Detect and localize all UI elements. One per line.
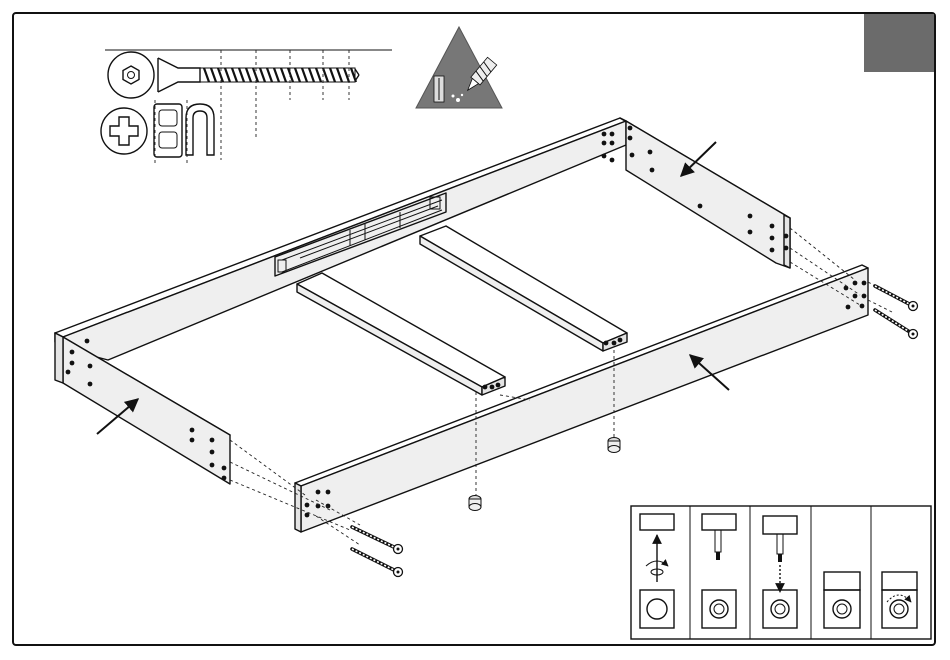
dowel-hole: [70, 361, 75, 366]
dowel-hole: [316, 490, 321, 495]
dowel-hole: [70, 350, 75, 355]
dowel-hole: [628, 136, 633, 141]
dowel-hole: [190, 428, 195, 433]
dowel-hole: [305, 503, 310, 508]
dowel-hole: [770, 248, 775, 253]
dowel-hole: [844, 286, 849, 291]
dowel-hole: [483, 385, 488, 390]
dowel-hole: [490, 385, 495, 390]
confirmat-screw: [352, 527, 403, 554]
dowel-hole: [650, 168, 655, 173]
confirmat-screw-icon: [158, 58, 359, 92]
dowel-hole: [628, 126, 633, 131]
dowel-hole: [630, 153, 635, 158]
phillips-drive-icon: [101, 108, 147, 154]
cam-lock-step-panel: [631, 506, 931, 639]
front-rail: [295, 265, 868, 532]
dowel-hole: [698, 204, 703, 209]
dowel-hole: [210, 463, 215, 468]
dowel-hole: [770, 224, 775, 229]
dowel-hole: [326, 504, 331, 509]
confirmat-screw: [875, 286, 918, 311]
dowel-hole: [496, 383, 501, 388]
confirmat-screw: [875, 310, 918, 339]
dowel-hole: [784, 234, 789, 239]
bit-holder-icon: [154, 104, 214, 157]
dowel-hole: [326, 490, 331, 495]
left-side-rail: [55, 333, 230, 484]
dowel-hole: [85, 339, 90, 344]
dowel-hole: [862, 294, 867, 299]
drawer-slide: [275, 193, 446, 276]
dowel-hole: [88, 382, 93, 387]
dowel-hole: [602, 154, 607, 159]
dowel-hole: [648, 150, 653, 155]
dowel-hole: [853, 281, 858, 286]
slat: [297, 273, 505, 395]
dowel-hole: [770, 236, 775, 241]
dowel-hole: [88, 364, 93, 369]
dowel-hole: [610, 141, 615, 146]
dowel-hole: [784, 246, 789, 251]
dowel-hole: [210, 450, 215, 455]
hardware-legend: [101, 50, 392, 165]
dowel-hole: [305, 513, 310, 518]
cam-lock: [469, 496, 481, 511]
dowel-hole: [602, 141, 607, 146]
dowel-hole: [612, 341, 617, 346]
dowel-hole: [602, 132, 607, 137]
dimension-lines: [155, 50, 349, 165]
dowel-hole: [610, 158, 615, 163]
slat: [420, 226, 627, 351]
right-side-rail: [620, 118, 790, 268]
drill-warning-triangle-icon: [416, 27, 502, 108]
dowel-hole: [604, 341, 609, 346]
dowel-hole: [66, 370, 71, 375]
dowel-hole: [190, 438, 195, 443]
dowel-hole: [748, 230, 753, 235]
dowel-hole: [222, 476, 227, 481]
dowel-hole: [222, 466, 227, 471]
dowel-hole: [748, 214, 753, 219]
dowel-hole: [618, 338, 623, 343]
dowel-hole: [853, 294, 858, 299]
cam-lock: [608, 438, 620, 453]
dowel-hole: [210, 438, 215, 443]
dowel-hole: [862, 281, 867, 286]
dowel-hole: [610, 132, 615, 137]
dowel-hole: [846, 305, 851, 310]
dowel-hole: [860, 304, 865, 309]
hex-socket-icon: [108, 52, 154, 98]
